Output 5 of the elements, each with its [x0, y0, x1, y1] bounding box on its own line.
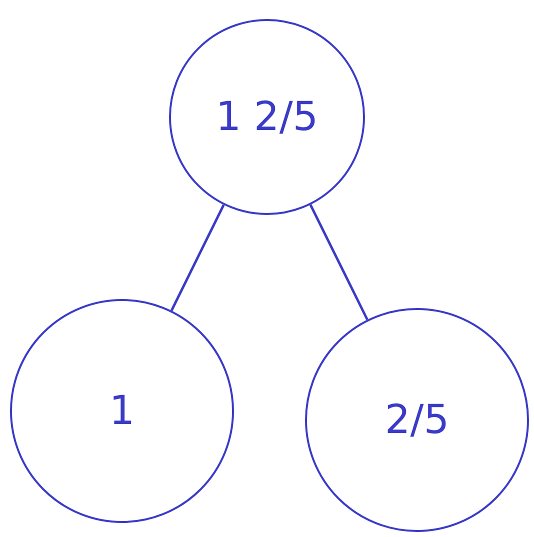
- number-text: 1 2/5: [216, 97, 318, 137]
- number-text: 1: [109, 391, 135, 431]
- connector-line: [309, 204, 368, 320]
- number-text: 2/5: [384, 400, 450, 440]
- connector-line: [170, 204, 225, 312]
